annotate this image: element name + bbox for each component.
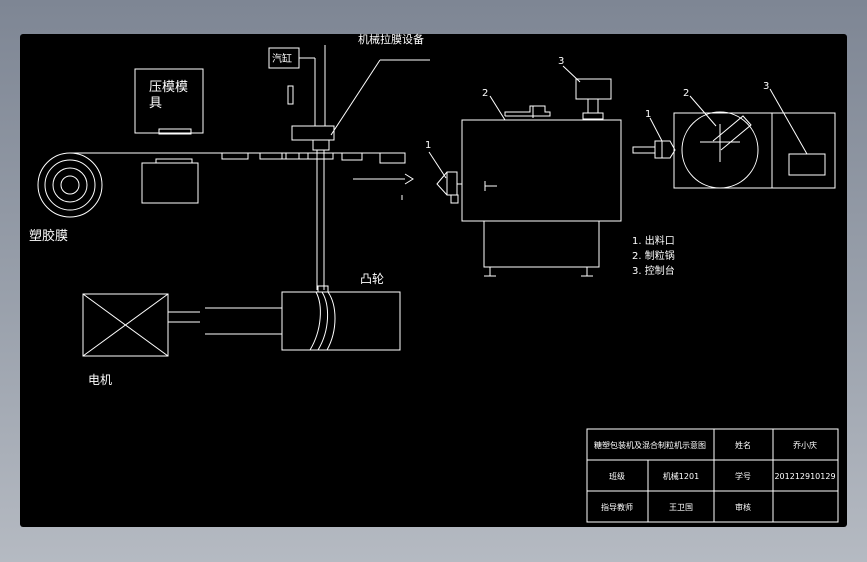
legend-item-2: 2. 制粒锅 <box>632 249 675 262</box>
discharge-port <box>436 171 462 204</box>
legend-item-3: 3. 控制台 <box>632 264 675 277</box>
advisor-value: 王卫国 <box>669 503 693 512</box>
granulator-top <box>632 111 836 189</box>
title-block <box>586 428 839 523</box>
id-value: 201212910129 <box>774 472 835 481</box>
callouts-front <box>428 65 581 179</box>
drawing-canvas <box>20 34 847 527</box>
press-mold-lower <box>141 158 199 204</box>
granulator-front <box>461 78 622 277</box>
cam-label: 凸轮 <box>360 272 384 286</box>
plastic-film-label: 塑胶膜 <box>29 228 68 244</box>
cylinder-label: 汽缸 <box>272 52 292 65</box>
title-block-title: 糖塑包装机及混合制粒机示意图 <box>594 440 706 450</box>
review-label: 审核 <box>735 502 751 512</box>
id-label: 学号 <box>735 471 751 481</box>
film-stretch-label: 机械拉膜设备 <box>358 32 424 46</box>
class-label: 班级 <box>609 471 625 481</box>
flow-arrow <box>353 173 414 200</box>
legend-item-1: 1. 出料口 <box>632 234 675 247</box>
callout-1-top: 1 <box>645 109 651 120</box>
press-mold-label-2: 具 <box>149 96 162 111</box>
name-value: 乔小庆 <box>793 440 817 450</box>
callout-3-top: 3 <box>763 81 769 92</box>
class-value: 机械1201 <box>663 471 699 481</box>
press-mold-label: 压模模 <box>149 80 188 95</box>
cylinder <box>268 47 316 126</box>
callout-3-front: 3 <box>558 56 564 67</box>
callout-1-front: 1 <box>425 140 431 151</box>
motor-label: 电机 <box>88 373 112 387</box>
advisor-label: 指导教师 <box>601 502 633 512</box>
callout-2-front: 2 <box>482 88 488 99</box>
film-packets <box>221 152 406 164</box>
part-legend: 1. 出料口 2. 制粒锅 3. 控制台 <box>632 234 675 277</box>
stretch-device <box>291 45 430 290</box>
callout-2-top: 2 <box>683 88 689 99</box>
motor <box>82 293 282 357</box>
callouts-top <box>649 88 808 155</box>
press-mold-upper <box>134 68 204 135</box>
cam <box>281 285 401 351</box>
name-label: 姓名 <box>735 440 751 450</box>
